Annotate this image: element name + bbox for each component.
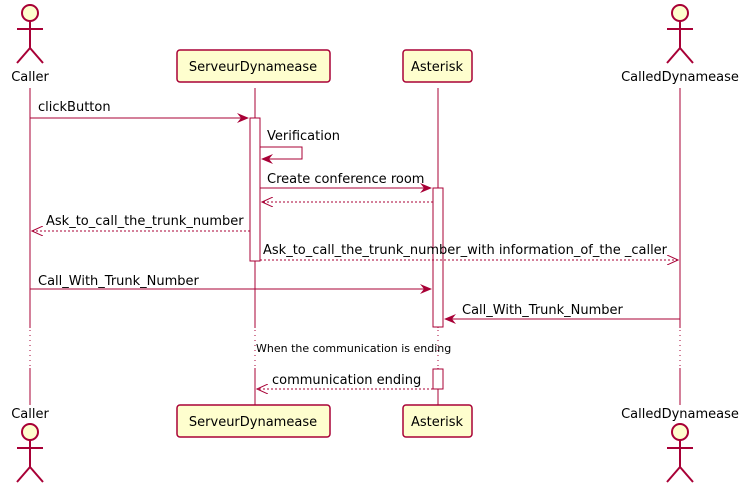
participant-box xyxy=(402,404,473,438)
participant-label-caller: Caller xyxy=(11,70,49,85)
actor-called-top[interactable]: CalledDynamease xyxy=(621,4,739,85)
message-verification: Verification xyxy=(260,129,340,164)
participant-asterisk-bottom[interactable]: Asterisk xyxy=(402,404,473,438)
participant-serveur-top[interactable]: ServeurDynamease xyxy=(176,49,331,83)
actor-icon xyxy=(666,4,694,64)
message-ask-trunk-info: Ask_to_call_the_trunk_number_with inform… xyxy=(260,243,678,260)
actor-icon xyxy=(16,4,44,64)
activation-serveur xyxy=(249,117,261,262)
participant-box xyxy=(176,404,331,438)
participant-serveur-bottom[interactable]: ServeurDynamease xyxy=(176,404,331,438)
activation-asterisk xyxy=(432,187,444,328)
message-ask-trunk: Ask_to_call_the_trunk_number xyxy=(32,214,250,231)
participant-label-asterisk-bottom: Asterisk xyxy=(411,415,463,430)
message-label: Call_With_Trunk_Number xyxy=(38,274,200,289)
message-create-conference: Create conference room xyxy=(260,172,432,193)
actor-icon xyxy=(16,423,44,483)
participant-label-caller-bottom: Caller xyxy=(11,407,49,422)
participant-label-called-bottom: CalledDynamease xyxy=(621,407,739,422)
message-communication-ending: communication ending xyxy=(257,373,433,389)
message-label: Verification xyxy=(267,129,340,144)
message-label: Create conference room xyxy=(267,172,424,187)
message-clickbutton: clickButton xyxy=(30,100,249,123)
message-label: Ask_to_call_the_trunk_number_with inform… xyxy=(263,243,668,258)
participant-label-called: CalledDynamease xyxy=(621,70,739,85)
participant-box xyxy=(402,49,473,83)
participant-asterisk-top[interactable]: Asterisk xyxy=(402,49,473,83)
actor-icon xyxy=(666,423,694,483)
message-call-trunk-caller: Call_With_Trunk_Number xyxy=(30,274,432,294)
message-call-trunk-called: Call_With_Trunk_Number xyxy=(444,303,680,324)
divider-label: When the communication is ending xyxy=(256,342,451,355)
message-label: communication ending xyxy=(272,373,421,388)
message-label: clickButton xyxy=(38,100,111,115)
actor-caller-bottom[interactable]: Caller xyxy=(11,407,49,483)
actor-called-bottom[interactable]: CalledDynamease xyxy=(621,407,739,483)
message-label: Call_With_Trunk_Number xyxy=(462,303,624,318)
participant-label-asterisk: Asterisk xyxy=(411,60,463,75)
message-label: Ask_to_call_the_trunk_number xyxy=(46,214,244,229)
activation-asterisk-end xyxy=(432,368,444,390)
participant-label-serveur: ServeurDynamease xyxy=(189,60,317,75)
participant-label-serveur-bottom: ServeurDynamease xyxy=(189,415,317,430)
participant-box xyxy=(176,49,331,83)
actor-caller-top[interactable]: Caller xyxy=(11,4,49,85)
